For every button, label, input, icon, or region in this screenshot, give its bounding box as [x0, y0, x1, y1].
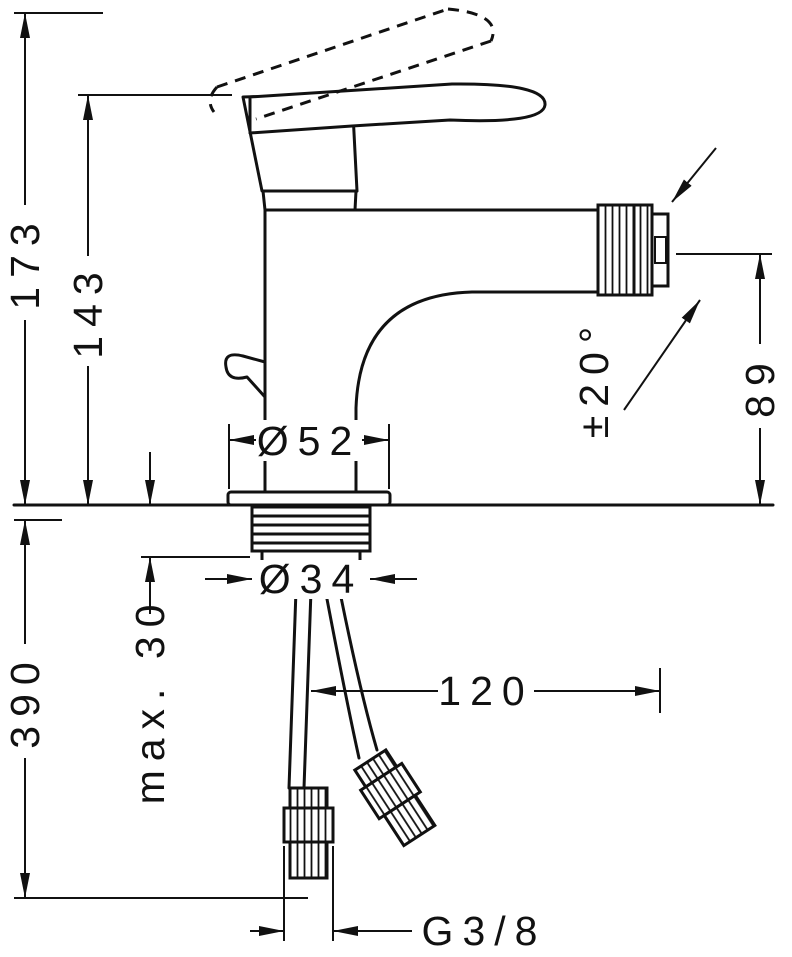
dimension-total-height: 173	[2, 12, 103, 505]
base-flange	[226, 490, 392, 507]
dimension-outlet-height: 89	[676, 253, 783, 505]
dim-label-hose-length: 390	[2, 653, 48, 748]
dim-label-base-diameter: Ø52	[257, 418, 362, 464]
faucet-object	[12, 7, 775, 880]
dimension-body-height: 143	[65, 94, 232, 505]
dimension-shank-diameter: Ø34	[205, 556, 417, 602]
dimension-connection-thread: G3/8	[250, 846, 547, 954]
dim-label-spout-reach: 120	[438, 668, 533, 714]
dim-label-swivel-angle: ±20°	[571, 318, 617, 439]
hose-connector-left	[282, 786, 335, 880]
dimension-hose-length: 390	[2, 519, 308, 899]
dim-label-connection-thread: G3/8	[422, 908, 547, 954]
dimension-base-diameter: Ø52	[228, 418, 390, 489]
dim-label-total-height: 173	[2, 214, 48, 309]
dimension-spout-reach: 120	[311, 668, 661, 714]
handle-lever-raised-dashed	[208, 7, 495, 121]
mounting-hardware	[250, 505, 372, 564]
drain-knob	[224, 353, 267, 399]
handle-lever	[248, 82, 547, 135]
aerator-outlet	[596, 203, 670, 297]
dim-label-shank-diameter: Ø34	[259, 556, 364, 602]
dim-label-max-mounting-thickness: max. 30	[127, 596, 173, 805]
hose-connector-right	[352, 747, 437, 848]
dimension-swivel-angle: ±20°	[571, 147, 717, 439]
dim-label-outlet-height: 89	[737, 354, 783, 418]
dimension-max-mounting-thickness: max. 30	[127, 452, 250, 804]
dim-label-body-height: 143	[65, 263, 111, 358]
